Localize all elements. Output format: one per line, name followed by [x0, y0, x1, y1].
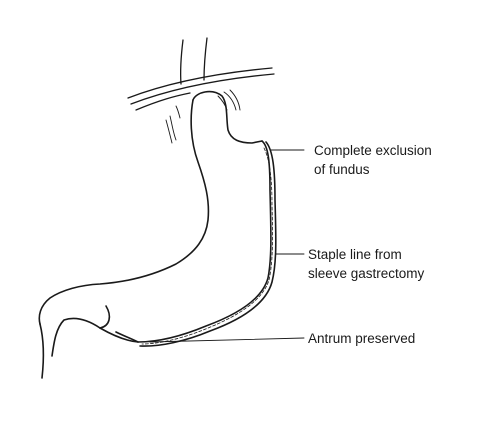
label-staple-line2: sleeve gastrectomy [308, 266, 425, 281]
label-fundus-line2: of fundus [314, 162, 370, 177]
label-fundus-line1: Complete exclusion [314, 143, 432, 158]
label-antrum-preserved: Antrum preserved [308, 329, 415, 348]
leader-lines [149, 149, 305, 343]
label-staple-line1: Staple line from [308, 247, 402, 262]
movement-marks [165, 89, 241, 144]
label-staple-line: Staple line from sleeve gastrectomy [308, 245, 424, 283]
stomach-sleeve [38, 90, 277, 379]
diaphragm-band [127, 67, 275, 111]
label-antrum-line1: Antrum preserved [308, 331, 416, 346]
label-complete-exclusion-of-fundus: Complete exclusion of fundus [314, 141, 432, 179]
staple-line-stitching [141, 147, 273, 345]
